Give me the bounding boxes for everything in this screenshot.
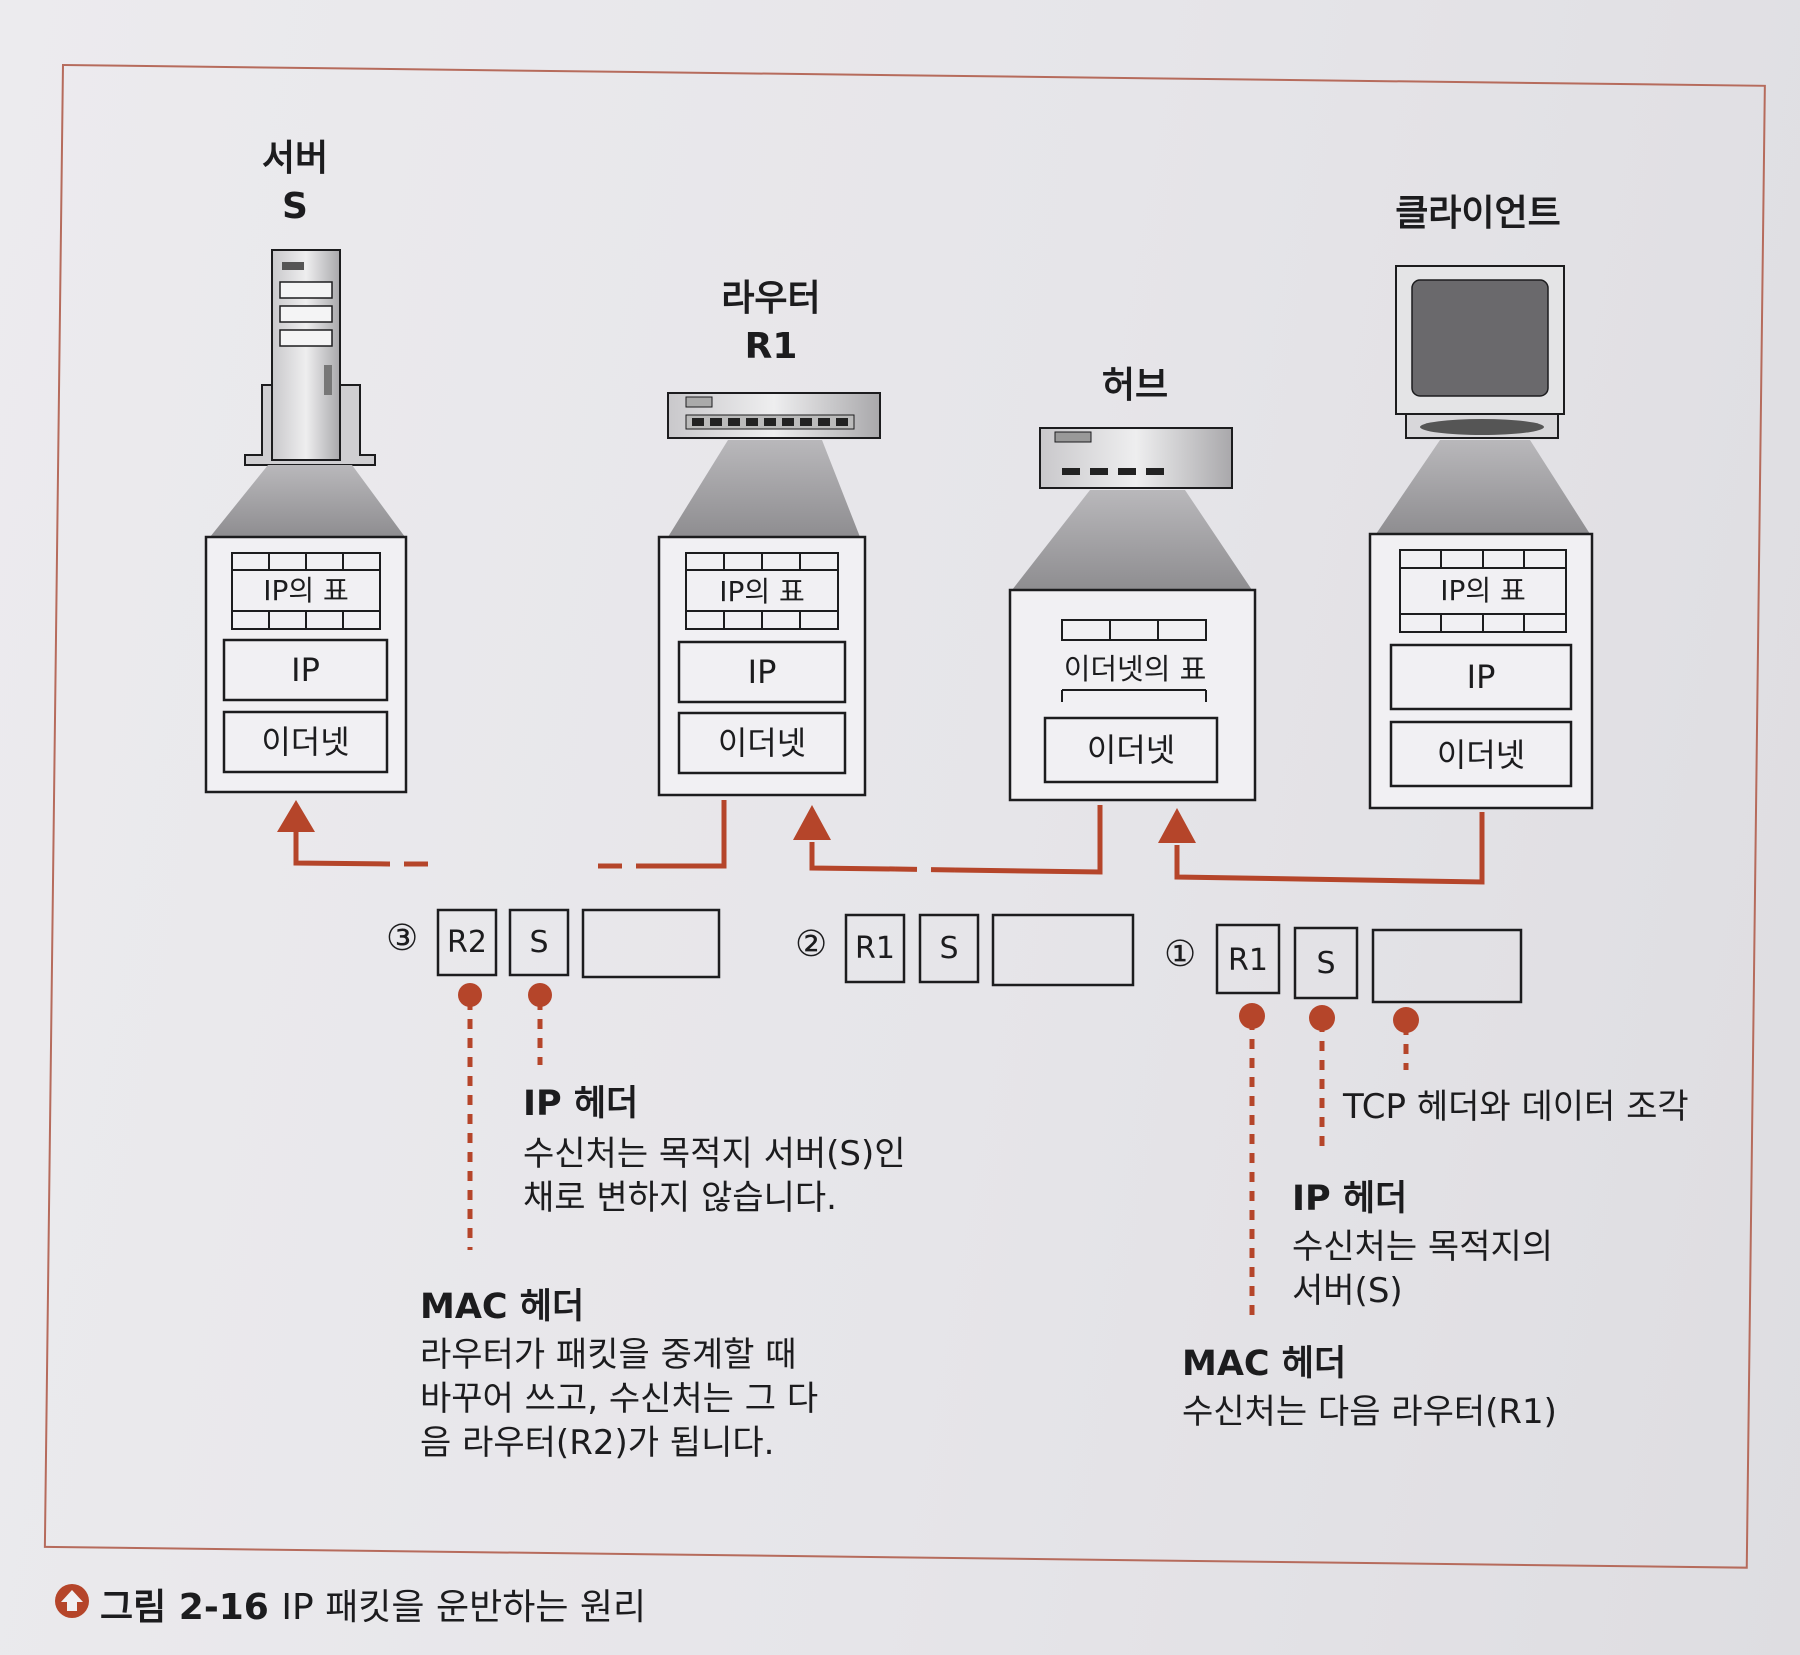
- right-ip-annotation: IP 헤더 수신처는 목적지의 서버(S): [1292, 1170, 1553, 1313]
- router-stack: [657, 535, 867, 797]
- hub-name: 허브: [1101, 365, 1169, 406]
- router-id: R1: [744, 326, 798, 367]
- caption-text: IP 패킷을 운반하는 원리: [281, 1587, 647, 1628]
- left-mac-line-1: 라우터가 패킷을 중계할 때: [420, 1335, 797, 1375]
- caption-label: 그림 2-16: [100, 1587, 269, 1628]
- router-ethernet-label: 이더넷: [717, 724, 807, 762]
- server-table-label: IP의 표: [263, 574, 349, 607]
- packet-2-mac: R1: [855, 931, 895, 966]
- packet-1-mac: R1: [1228, 943, 1268, 978]
- hub-ethernet-label: 이더넷: [1086, 731, 1176, 769]
- client-table-label: IP의 표: [1440, 574, 1526, 607]
- hub-label: 허브: [1070, 362, 1200, 410]
- right-mac-line-1: 수신처는 다음 라우터(R1): [1182, 1392, 1557, 1432]
- router-icon: [667, 392, 881, 439]
- packet-1-ip: S: [1316, 946, 1336, 981]
- server-name: 서버: [261, 138, 329, 179]
- left-ip-line-1: 수신처는 목적지 서버(S)인: [523, 1134, 906, 1174]
- hub-stack: [1008, 588, 1257, 802]
- server-ethernet-label: 이더넷: [261, 723, 350, 761]
- packet-2-step: ②: [795, 924, 828, 965]
- left-ip-line-2: 채로 변하지 않습니다.: [523, 1178, 837, 1218]
- packets: [436, 908, 1523, 1004]
- packet-2-ip: S: [939, 931, 959, 966]
- client-stack: [1368, 532, 1594, 810]
- server-label: 서버 S: [230, 135, 360, 231]
- right-ip-line-1: 수신처는 목적지의: [1292, 1227, 1554, 1267]
- connection-paths: [293, 800, 1485, 885]
- router-label: 라우터 R1: [706, 275, 836, 371]
- left-mac-line-2: 바꾸어 쓰고, 수신처는 그 다: [420, 1379, 819, 1419]
- arrowheads: [277, 800, 1196, 843]
- packet-3-step: ③: [386, 918, 419, 959]
- left-ip-annotation: IP 헤더 수신처는 목적지 서버(S)인 채로 변하지 않습니다.: [523, 1075, 906, 1220]
- client-name: 클라이언트: [1395, 193, 1561, 234]
- right-mac-title: MAC 헤더: [1182, 1344, 1347, 1384]
- client-ethernet-label: 이더넷: [1436, 736, 1526, 774]
- right-mac-annotation: MAC 헤더 수신처는 다음 라우터(R1): [1182, 1335, 1557, 1434]
- packet-3-mac: R2: [447, 925, 487, 960]
- router-name: 라우터: [721, 278, 821, 319]
- router-ip-label: IP: [747, 653, 777, 691]
- server-ip-label: IP: [291, 651, 320, 689]
- client-ip-label: IP: [1466, 658, 1496, 696]
- left-mac-line-3: 음 라우터(R2)가 됩니다.: [420, 1423, 775, 1463]
- server-stack: [204, 535, 408, 794]
- server-icon: [244, 249, 376, 466]
- right-ip-line-2: 서버(S): [1292, 1271, 1403, 1311]
- leader-dots: [458, 983, 1419, 1033]
- server-id: S: [282, 186, 308, 227]
- right-ip-title: IP 헤더: [1292, 1179, 1408, 1219]
- packet-3-ip: S: [529, 925, 549, 960]
- client-label: 클라이언트: [1368, 190, 1588, 238]
- hub-icon: [1039, 427, 1233, 489]
- figure-caption: 그림 2-16 IP 패킷을 운반하는 원리: [100, 1578, 646, 1630]
- packet-1-step: ①: [1164, 934, 1197, 975]
- caption-icon: [55, 1584, 89, 1618]
- left-ip-title: IP 헤더: [523, 1084, 639, 1124]
- left-mac-annotation: MAC 헤더 라우터가 패킷을 중계할 때 바꾸어 쓰고, 수신처는 그 다 음…: [420, 1278, 818, 1465]
- left-mac-title: MAC 헤더: [420, 1287, 585, 1327]
- right-tcp-annotation: TCP 헤더와 데이터 조각: [1343, 1087, 1689, 1127]
- monitor-icon: [1395, 265, 1565, 439]
- cones: [210, 440, 1590, 590]
- router-table-label: IP의 표: [719, 575, 805, 608]
- hub-table-label: 이더넷의 표: [1063, 652, 1207, 686]
